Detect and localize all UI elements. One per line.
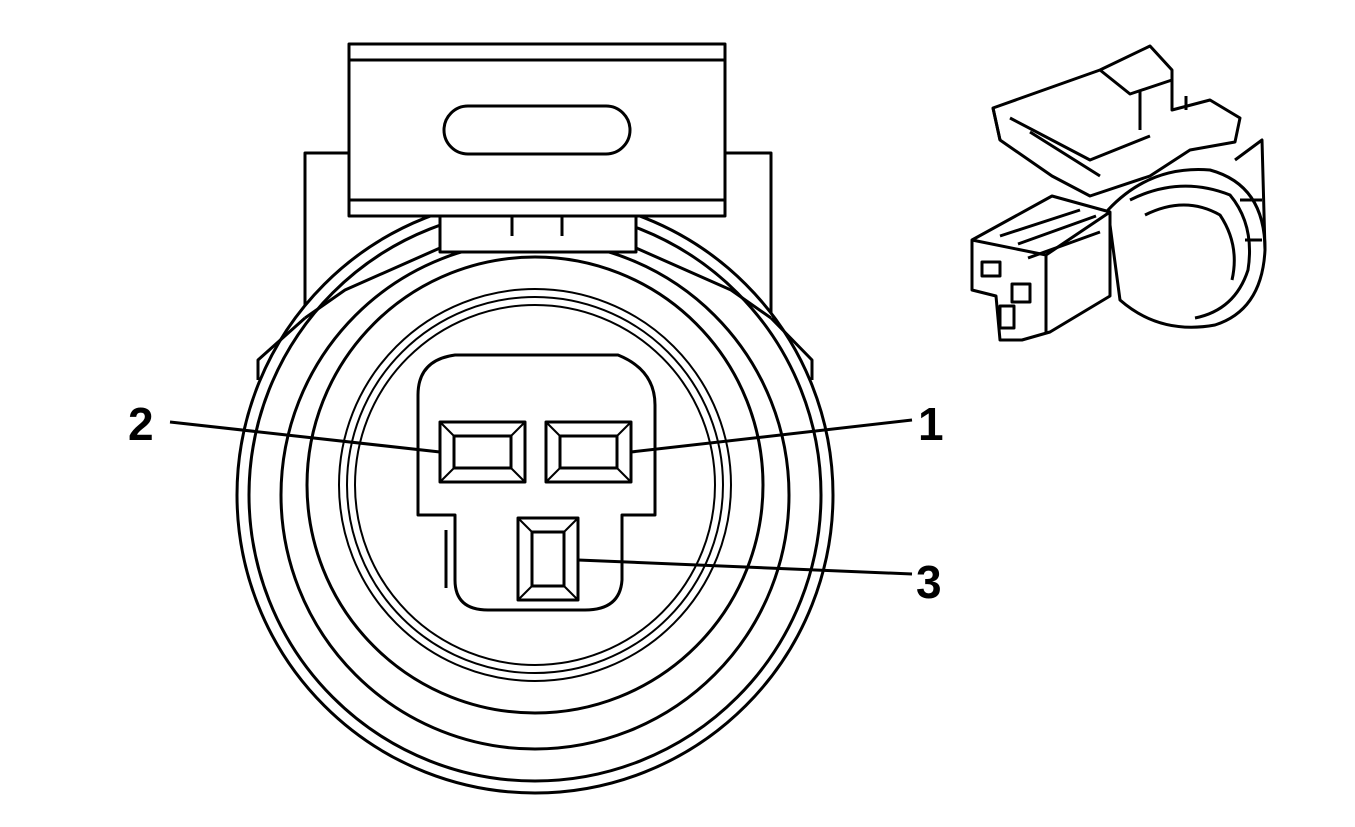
locking-slot (442, 104, 632, 156)
right-chamfer (635, 246, 772, 320)
leader-pin-1 (630, 418, 913, 454)
locking-tab (347, 42, 727, 218)
pin-label-2: 2 (128, 398, 154, 450)
terminal-housing (416, 353, 657, 612)
iso-latch (991, 44, 1242, 198)
iso-cavity-1 (1010, 282, 1032, 304)
leader-pin-3 (577, 558, 913, 576)
cavity-3 (516, 516, 580, 602)
iso-cavity-2 (980, 260, 1002, 278)
left-step (256, 316, 306, 380)
leader-pin-2 (169, 420, 441, 454)
pin-label-1: 1 (918, 398, 944, 450)
center-key (438, 214, 638, 254)
pin-label-3: 3 (916, 556, 942, 608)
connector-isometric-view (970, 44, 1267, 342)
connector-ring-5 (338, 288, 732, 682)
cavity-1 (544, 420, 633, 484)
cavity-2 (438, 420, 527, 484)
connector-ring-6 (346, 296, 724, 674)
connector-face-view: 2 1 3 (128, 42, 944, 795)
left-chamfer (304, 246, 441, 320)
iso-cavity-3 (998, 304, 1016, 330)
iso-rear-body (1106, 168, 1267, 329)
connector-ring-4 (305, 255, 765, 715)
iso-nose (970, 194, 1112, 342)
right-step (769, 316, 814, 380)
connector-ring-7 (354, 304, 716, 666)
